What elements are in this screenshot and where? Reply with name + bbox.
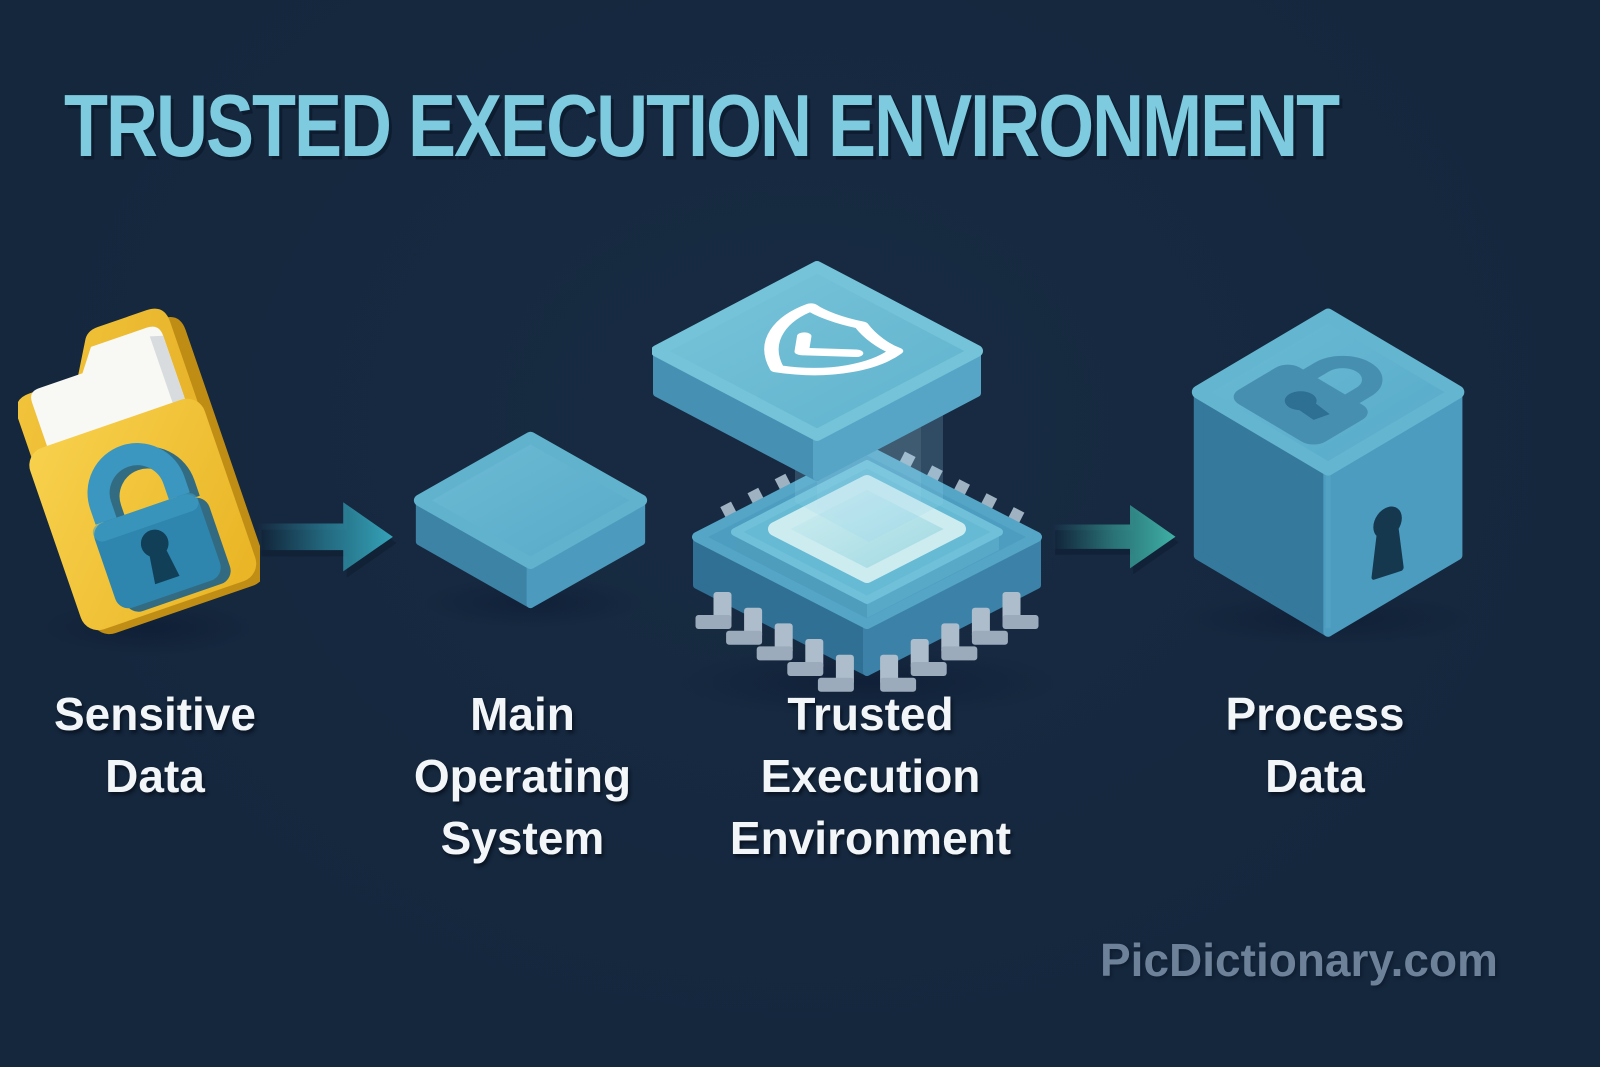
step-label-process-data: Process Data [1225,688,1405,802]
chip-die [768,475,966,583]
step-label-sensitive-data: Sensitive Data [54,688,256,802]
os-block-top-face [413,431,648,569]
folder-lock-icon [18,298,260,667]
flow-arrow-1-icon [258,488,400,586]
page-title: TRUSTED EXECUTION ENVIRONMENT [64,77,1340,176]
flow-arrow-2-icon [1052,492,1182,581]
padlock-engraving-icon [1233,355,1383,445]
arrow-right-shape [1052,505,1176,569]
os-block-icon [408,420,653,636]
step-label-trusted-execution-environment: Trusted Execution Environment [729,688,1012,864]
keyhole-icon [1371,506,1404,580]
shield-chip-icon [652,212,1072,732]
keyhole-icon [140,529,180,585]
step-label-main-operating-system: Main Operating System [413,688,632,864]
chip-pins-left [695,592,854,692]
checkmark-icon [794,332,864,358]
chip-shadow [675,646,1059,718]
shield-icon [764,303,904,376]
arrow-right-shape [258,502,393,572]
chip-pins-right [880,592,1039,692]
lock-icon [87,443,231,612]
locked-cube-icon [1165,300,1472,646]
chip-body [692,445,1042,676]
lock-shackle [87,443,190,525]
watermark: PicDictionary.com [1100,934,1498,986]
